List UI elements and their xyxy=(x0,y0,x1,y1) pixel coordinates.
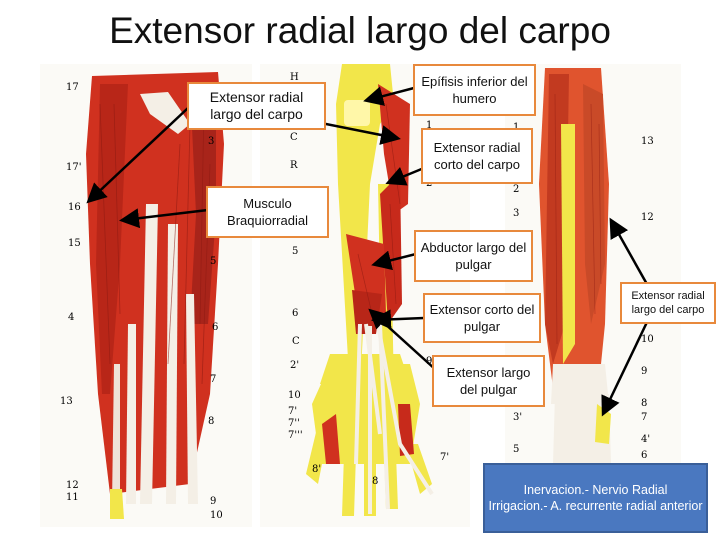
callout-erl-left-text: Extensor radial largo del carpo xyxy=(209,89,304,122)
label-12: 12 xyxy=(66,480,79,491)
label-2-prime: 2' xyxy=(290,360,299,371)
label-1: 1 xyxy=(426,120,432,131)
label-7-triple: 7''' xyxy=(288,430,303,441)
label-12: 12 xyxy=(641,212,654,223)
label-9: 9 xyxy=(210,496,216,507)
label-17: 17 xyxy=(66,82,79,93)
slide-title: Extensor radial largo del carpo xyxy=(109,10,611,51)
label-5: 5 xyxy=(513,444,519,455)
info-note: Inervacion.- Nervio Radial Irrigacion.- … xyxy=(483,463,708,533)
label-10: 10 xyxy=(288,390,301,401)
label-7-prime: 7' xyxy=(288,406,297,417)
label-9: 9 xyxy=(426,356,432,367)
label-10: 10 xyxy=(641,334,654,345)
label-8: 8 xyxy=(208,416,214,427)
callout-erc: Extensor radial corto del carpo xyxy=(421,128,533,184)
label-7: 7 xyxy=(641,412,647,423)
arrow-erl-right-down xyxy=(601,319,650,417)
callout-erl-left: Extensor radial largo del carpo xyxy=(187,82,326,130)
callout-braquiorradial-text: Musculo Braquiorradial xyxy=(227,196,308,228)
callout-braquiorradial: Musculo Braquiorradial xyxy=(206,186,329,238)
label-6: 6 xyxy=(292,308,298,319)
forearm-illustration-left: 17 17' 16 15 4 13 12 11 3 5 6 7 8 9 10 xyxy=(40,64,252,527)
label-3-prime: 3' xyxy=(513,412,522,423)
callout-ext-largo-text: Extensor largo del pulgar xyxy=(446,365,531,397)
label-1: 1 xyxy=(513,122,519,133)
label-4-prime: 4' xyxy=(641,434,650,445)
callout-erl-right: Extensor radial largo del carpo xyxy=(620,282,716,324)
arrow-braquiorradial xyxy=(119,208,209,229)
callout-erl-right-text: Extensor radial largo del carpo xyxy=(631,290,705,316)
note-irrigacion: Irrigacion.- A. recurrente radial anteri… xyxy=(488,499,703,513)
callout-ext-corto: Extensor corto del pulgar xyxy=(423,293,541,343)
callout-abductor-text: Abductor largo del pulgar xyxy=(420,240,527,272)
label-5: 5 xyxy=(210,256,216,267)
label-7-prime-b: 7' xyxy=(440,452,449,463)
arrow-ext-corto xyxy=(371,309,425,330)
label-8: 8 xyxy=(372,476,378,487)
label-H: H xyxy=(290,72,299,83)
label-C: C xyxy=(290,132,298,143)
label-R: R xyxy=(290,160,298,171)
label-4: 4 xyxy=(68,312,74,323)
note-inervacion: Inervacion.- Nervio Radial xyxy=(523,483,668,497)
callout-erc-text: Extensor radial corto del carpo xyxy=(433,140,521,172)
callout-epifisis-text: Epífisis inferior del humero xyxy=(421,74,528,106)
arrow-erc xyxy=(385,166,425,186)
callout-epifisis: Epífisis inferior del humero xyxy=(413,64,536,116)
arrow-abductor xyxy=(371,250,417,271)
label-13: 13 xyxy=(60,396,73,407)
arrow-ext-largo xyxy=(368,308,437,371)
label-7-double: 7'' xyxy=(288,418,300,429)
label-2: 2 xyxy=(513,184,519,195)
arrow-erl-left xyxy=(86,107,189,204)
label-C2: C xyxy=(292,336,300,347)
label-6: 6 xyxy=(641,450,647,461)
label-5: 5 xyxy=(292,246,298,257)
label-3: 3 xyxy=(208,136,214,147)
label-10: 10 xyxy=(210,510,223,521)
callout-ext-corto-text: Extensor corto del pulgar xyxy=(429,302,535,334)
label-16: 16 xyxy=(68,202,81,213)
label-6: 6 xyxy=(212,322,218,333)
label-17-prime: 17' xyxy=(66,162,81,173)
label-11: 11 xyxy=(66,492,79,503)
label-8: 8 xyxy=(641,398,647,409)
label-8-prime: 8' xyxy=(312,464,321,475)
label-3: 3 xyxy=(513,208,519,219)
callout-ext-largo: Extensor largo del pulgar xyxy=(432,355,545,407)
arrow-erl-right-up xyxy=(609,217,650,287)
arrow-epifisis xyxy=(363,86,415,106)
label-7: 7 xyxy=(210,374,216,385)
label-13: 13 xyxy=(641,136,654,147)
callout-abductor: Abductor largo del pulgar xyxy=(414,230,533,282)
label-9: 9 xyxy=(641,366,647,377)
label-15: 15 xyxy=(68,238,81,249)
